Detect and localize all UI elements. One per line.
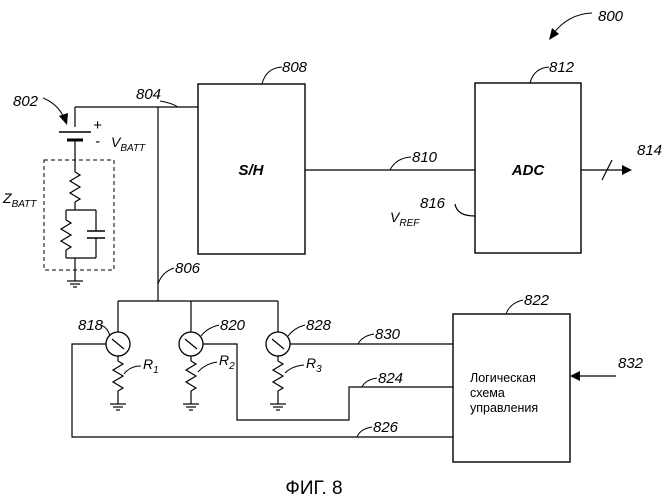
switch2-contact [185, 339, 197, 349]
battery-ground-icon [67, 281, 83, 287]
switch1-contact [112, 339, 124, 349]
node-806-leader [158, 268, 174, 284]
node-810-leader [390, 157, 411, 170]
battery-minus: - [95, 133, 100, 150]
node-830-leader [358, 334, 374, 344]
adc-ref-leader [530, 67, 549, 83]
sample-hold-ref: 808 [282, 59, 308, 76]
node-824-leader [362, 378, 377, 387]
control-input-arrowhead [570, 371, 580, 381]
node-826-label: 826 [373, 419, 399, 436]
node-814-label: 814 [637, 142, 662, 159]
r1-leader [124, 366, 141, 374]
battery-impedance-box [44, 160, 114, 270]
control-logic-line1: Логическая [470, 371, 536, 385]
vref-wire [455, 204, 475, 216]
control-logic-line3: управления [470, 401, 538, 415]
node-826-leader [357, 427, 372, 437]
node-804-label: 804 [136, 86, 161, 103]
battery-ref-arrowhead [59, 113, 68, 125]
control-logic-line2: схема [470, 386, 505, 400]
resistor-r1 [113, 361, 123, 391]
control-logic-ref: 822 [524, 292, 550, 309]
parallel-resistor [61, 220, 71, 250]
node-824-label: 824 [378, 370, 403, 387]
figure-ref-leader [553, 13, 592, 34]
figure-ref-arrowhead [549, 28, 559, 40]
switch3-ground-icon [270, 404, 286, 410]
battery-plus: + [93, 117, 102, 134]
node-830-label: 830 [375, 326, 401, 343]
sample-hold-ref-leader [262, 67, 282, 84]
vbatt-label: VBATT [111, 134, 146, 154]
figure-ref-number: 800 [598, 8, 624, 25]
adc-output-arrowhead [622, 165, 632, 175]
r3-label: R3 [306, 355, 322, 375]
switch2-ground-icon [183, 404, 199, 410]
switch3-contact [272, 339, 284, 349]
switch1-ref: 818 [78, 317, 104, 334]
switch2-ref-leader [201, 325, 219, 336]
switch2-ref: 820 [220, 317, 246, 334]
r3-leader [285, 365, 304, 373]
resistor-r2 [186, 361, 196, 391]
node-806-label: 806 [175, 260, 201, 277]
switch1-ground-icon [110, 404, 126, 410]
node-816-label: 816 [420, 195, 446, 212]
switch3-ref-leader [288, 325, 305, 336]
adc-label: ADC [511, 162, 546, 179]
control-logic-ref-leader [506, 300, 523, 314]
control-line-824 [203, 344, 453, 420]
r2-label: R2 [219, 352, 235, 372]
resistor-r3 [273, 361, 283, 391]
node-810-label: 810 [412, 149, 438, 166]
r1-label: R1 [143, 356, 159, 376]
zbatt-label: ZBATT [2, 190, 37, 210]
node-804-leader [160, 101, 178, 107]
series-resistor [70, 172, 80, 202]
vref-label: VREF [390, 209, 420, 229]
figure-caption: ФИГ. 8 [285, 478, 342, 499]
node-832-label: 832 [618, 355, 644, 372]
battery-ref: 802 [13, 93, 39, 110]
adc-ref: 812 [549, 59, 575, 76]
switch3-ref: 828 [306, 317, 332, 334]
sample-hold-label: S/H [238, 162, 264, 179]
battery-ref-leader [43, 98, 64, 118]
r2-leader [198, 362, 217, 372]
